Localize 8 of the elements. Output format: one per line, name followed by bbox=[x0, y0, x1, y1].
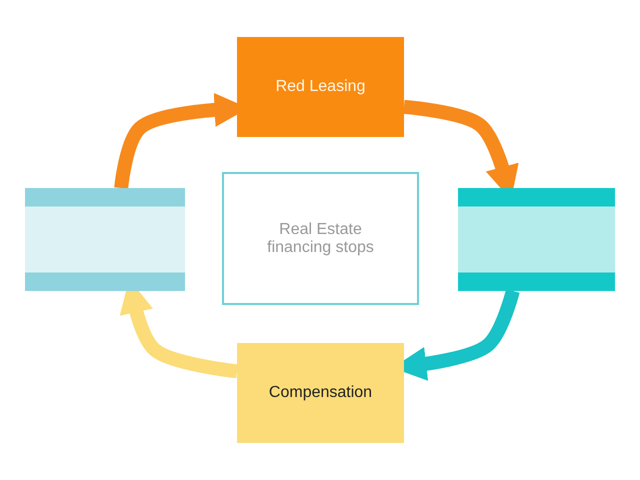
box-shape bbox=[25, 188, 185, 291]
process-box bbox=[237, 37, 404, 137]
box-label: Compensation bbox=[268, 384, 372, 402]
process-box bbox=[237, 343, 404, 443]
box-label: Red Leasing bbox=[276, 78, 366, 96]
box-shape bbox=[458, 188, 615, 291]
box-label: Real Estate financing stops bbox=[266, 220, 375, 256]
process-box bbox=[222, 172, 419, 305]
